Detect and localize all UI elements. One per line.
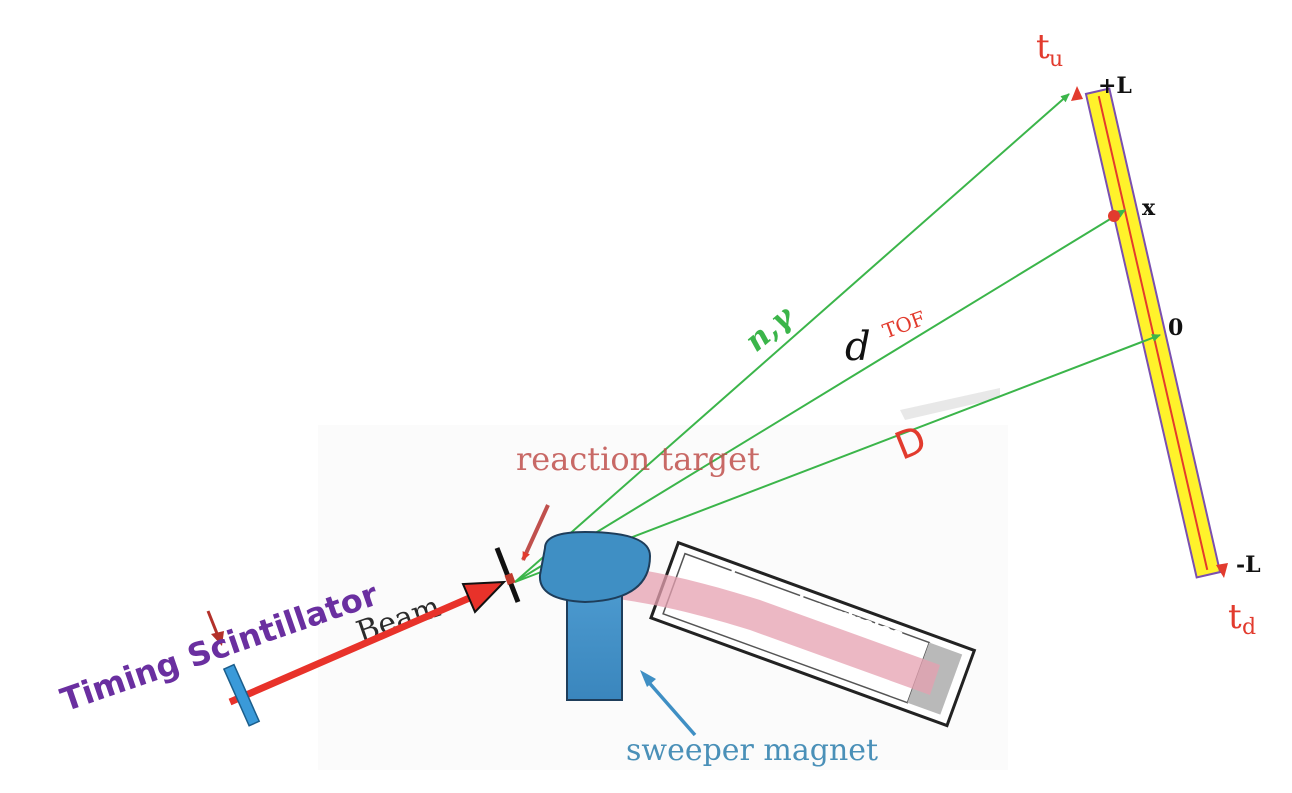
ray-to-plus-l: [514, 93, 1070, 583]
svg-text:t: t: [1228, 597, 1242, 637]
charged-particle-band: [560, 564, 940, 695]
x-label: x: [1142, 195, 1156, 221]
svg-text:t: t: [1036, 27, 1050, 67]
td-label: t d: [1228, 597, 1256, 640]
tu-label: t u: [1036, 27, 1063, 72]
sweeper-pointer-arrow: [643, 676, 697, 737]
hit-position-dot: [1108, 210, 1120, 222]
tof-label: TOF: [879, 306, 928, 344]
beam-arrowhead: [461, 580, 507, 614]
minus-l-label: -L: [1236, 552, 1261, 578]
neutron-detector-bar: [1084, 87, 1222, 579]
target-foil: [494, 547, 521, 603]
detector-axis-line: [1097, 95, 1209, 571]
timing-scintillator-paddle: [222, 663, 261, 727]
scintillator-pointer-arrow: [206, 610, 220, 637]
ray-to-x: [514, 209, 1126, 583]
shadow-streak: [900, 388, 1000, 420]
reaction-target-label: reaction target: [516, 440, 760, 478]
target-pointer-arrow: [521, 504, 550, 561]
plus-l-label: +L: [1098, 73, 1132, 99]
sweeper-pointer-head: [640, 670, 656, 687]
beam-line: [228, 592, 476, 706]
zero-label: 0: [1168, 315, 1183, 341]
d-label: d: [845, 324, 871, 370]
td-arrowhead: [1216, 563, 1228, 578]
svg-text:u: u: [1049, 47, 1063, 72]
sweeper-magnet-label: sweeper magnet: [626, 733, 878, 768]
scintillator-pointer-head: [211, 631, 224, 646]
tu-arrowhead: [1071, 86, 1083, 101]
sweeper-magnet: [538, 530, 652, 701]
svg-text:d: d: [1242, 615, 1256, 640]
n-gamma-label: n,γ: [738, 298, 801, 359]
